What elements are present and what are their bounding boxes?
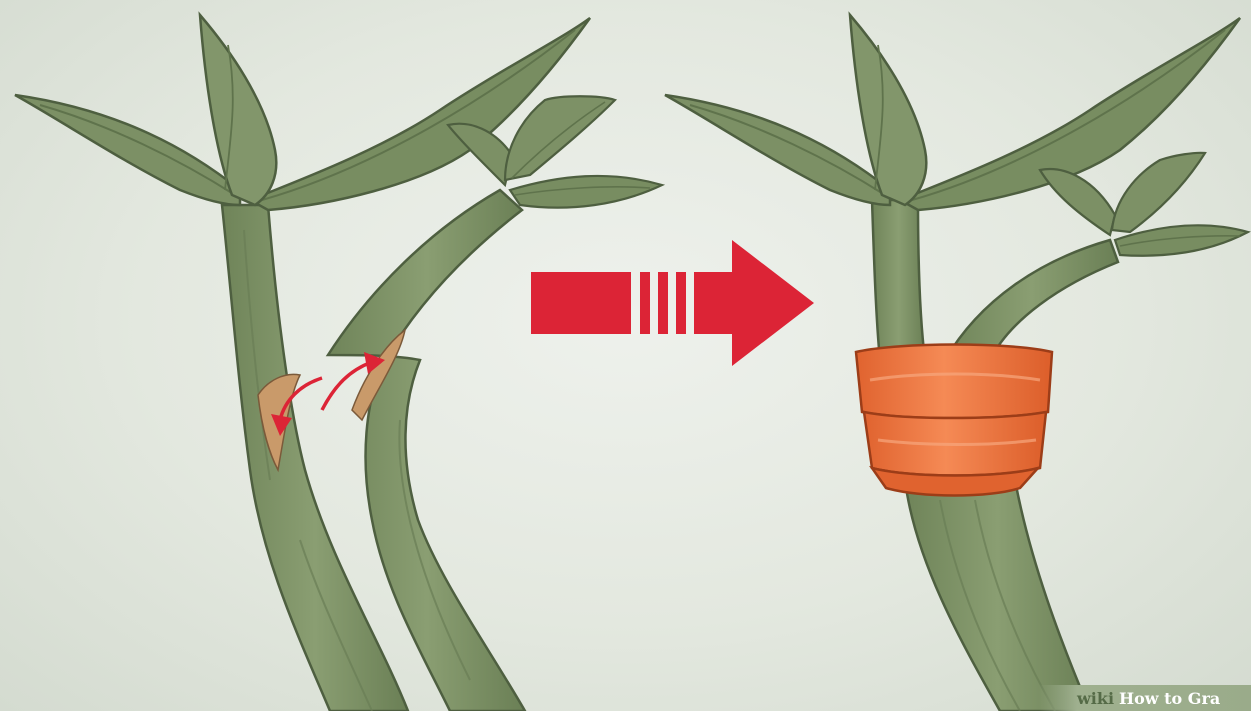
scion-leaf-top [505,96,615,180]
left-leaf-left [15,95,240,205]
scion-stem [945,240,1118,360]
grafting-tape [856,345,1052,496]
watermark-how-to: How to Gra [1119,689,1220,708]
left-plant-group [15,15,662,711]
watermark-wiki: wiki [1077,689,1114,708]
joined-stem-lower [905,480,1090,711]
right-leaf-left [665,95,890,205]
scion-leaf-small-top [1112,153,1205,232]
scion-leaf-small-left [1040,169,1115,235]
right-plant-group [665,15,1248,711]
scion-leaf-small-right [1115,225,1248,255]
right-arrow-icon [531,240,814,366]
rootstock-stem [872,200,925,360]
wikihow-watermark: wiki How to Gra [1039,685,1251,711]
